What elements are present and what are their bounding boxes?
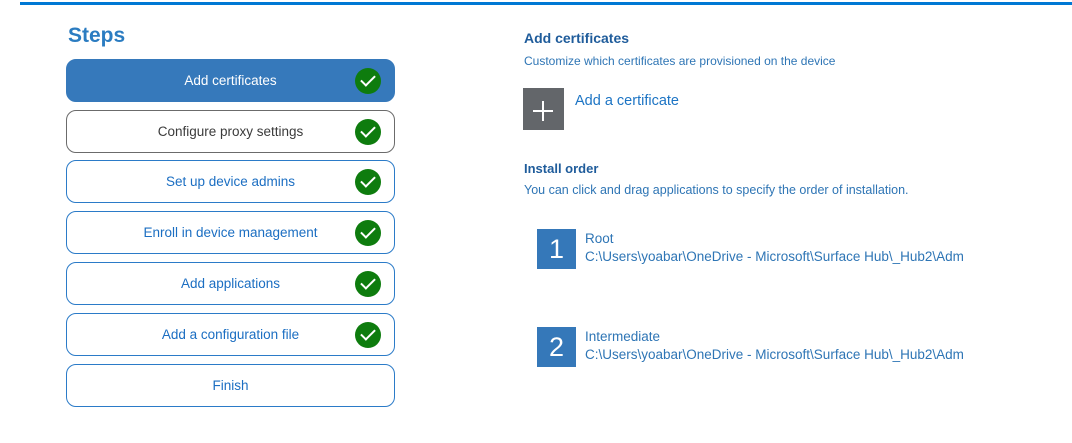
step-label: Add certificates [184, 73, 277, 88]
order-number: 2 [548, 331, 565, 362]
certificate-path: C:\Users\yoabar\OneDrive - Microsoft\Sur… [585, 249, 964, 264]
check-icon [355, 219, 381, 246]
step-add-a-configuration-file[interactable]: Add a configuration file [66, 313, 395, 356]
install-order-description: You can click and drag applications to s… [524, 183, 909, 197]
step-configure-proxy-settings[interactable]: Configure proxy settings [66, 110, 395, 153]
check-icon [355, 270, 381, 297]
page-subtitle: Customize which certificates are provisi… [524, 54, 836, 68]
check-icon [355, 67, 381, 94]
step-enroll-in-device-management[interactable]: Enroll in device management [66, 211, 395, 254]
install-order-item-root[interactable]: 1 Root C:\Users\yoabar\OneDrive - Micros… [537, 229, 1057, 269]
certificate-path: C:\Users\yoabar\OneDrive - Microsoft\Sur… [585, 347, 964, 362]
plus-icon [523, 88, 564, 130]
order-number-badge: 1 [537, 229, 576, 269]
install-order-title: Install order [524, 161, 599, 176]
step-label: Set up device admins [165, 174, 296, 189]
certificate-name: Root [585, 231, 614, 246]
page-title: Add certificates [524, 30, 630, 46]
step-add-certificates[interactable]: Add certificates [66, 59, 395, 102]
add-certificate-button[interactable]: Add a certificate [523, 88, 823, 130]
step-add-applications[interactable]: Add applications [66, 262, 395, 305]
certificate-info: Root C:\Users\yoabar\OneDrive - Microsof… [585, 230, 964, 266]
step-label: Add applications [180, 276, 281, 291]
order-number-badge: 2 [537, 327, 576, 367]
check-icon [355, 118, 381, 145]
step-set-up-device-admins[interactable]: Set up device admins [66, 160, 395, 203]
top-accent-rule [20, 2, 1072, 5]
check-icon [355, 321, 381, 348]
order-number: 1 [548, 233, 565, 264]
add-certificate-label: Add a certificate [575, 93, 679, 109]
certificate-info: Intermediate C:\Users\yoabar\OneDrive - … [585, 328, 964, 364]
steps-title: Steps [68, 24, 126, 47]
install-order-item-intermediate[interactable]: 2 Intermediate C:\Users\yoabar\OneDrive … [537, 327, 1057, 367]
step-label: Configure proxy settings [157, 124, 304, 139]
step-label: Finish [212, 378, 249, 393]
certificate-name: Intermediate [585, 329, 661, 344]
step-finish[interactable]: Finish [66, 364, 395, 407]
check-icon [355, 168, 381, 195]
step-label: Enroll in device management [143, 225, 318, 240]
step-label: Add a configuration file [161, 327, 300, 342]
add-certificates-page: Add certificates Customize which certifi… [523, 0, 1072, 443]
